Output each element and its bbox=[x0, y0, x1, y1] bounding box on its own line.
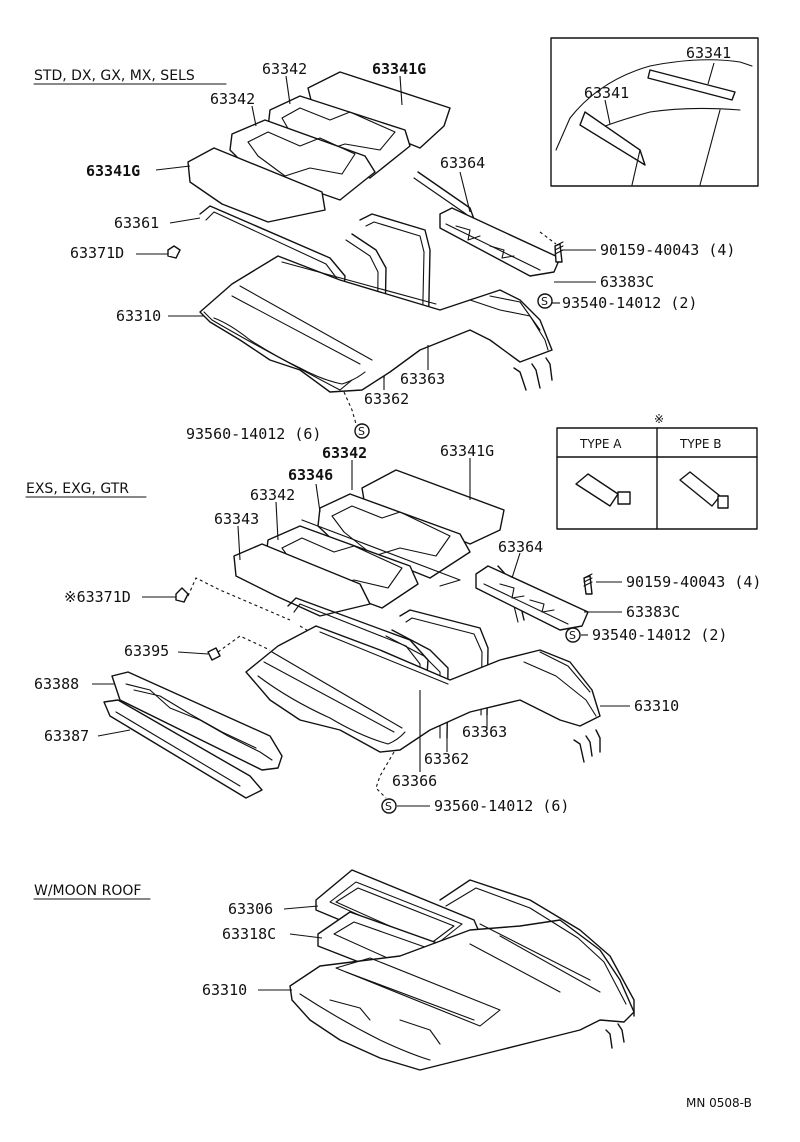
label-clip-93560: 93560-14012 (6) bbox=[186, 425, 321, 443]
label-63346: 63346 bbox=[288, 466, 333, 484]
label-63342-b: 63342 bbox=[210, 90, 255, 108]
clip-symbol-93560 bbox=[354, 423, 370, 439]
svg-text:S: S bbox=[358, 425, 365, 438]
rail-63388 bbox=[111, 671, 283, 771]
bracket-63383c-2 bbox=[475, 565, 589, 631]
clip-symbol-93560-2 bbox=[381, 798, 397, 814]
label-63387: 63387 bbox=[44, 727, 89, 745]
label-63395: 63395 bbox=[124, 642, 169, 660]
type-table: ※ TYPE A TYPE B bbox=[556, 412, 758, 530]
clip-63371d-2 bbox=[175, 587, 189, 603]
label-63342-s2b: 63342 bbox=[250, 486, 295, 504]
type-b-header: TYPE B bbox=[679, 437, 722, 451]
label-63362-s2: 63362 bbox=[424, 750, 469, 768]
roof-panel-63310 bbox=[199, 255, 553, 393]
inset-view: 63341 63341 bbox=[550, 37, 759, 187]
svg-text:S: S bbox=[385, 800, 392, 813]
label-63361: 63361 bbox=[114, 214, 159, 232]
label-63364: 63364 bbox=[440, 154, 485, 172]
inset-molding-b bbox=[647, 69, 736, 101]
label-63371d-s2: ※63371D bbox=[64, 588, 131, 606]
bracket-63383c bbox=[439, 207, 561, 277]
label-63341g-s2: 63341G bbox=[440, 442, 494, 460]
label-63383c-s2: 63383C bbox=[626, 603, 680, 621]
label-63363-s2: 63363 bbox=[462, 723, 507, 741]
type-table-mark: ※ bbox=[654, 412, 664, 426]
fastener-63395 bbox=[207, 647, 221, 661]
label-bolt-90159: 90159-40043 (4) bbox=[600, 241, 735, 259]
inset-label-63341a: 63341 bbox=[686, 44, 731, 62]
clip-type-a bbox=[575, 473, 619, 507]
label-clip-93540: 93540-14012 (2) bbox=[562, 294, 697, 312]
label-63383c: 63383C bbox=[600, 273, 654, 291]
svg-text:S: S bbox=[569, 629, 576, 642]
label-clip-93560-s2: 93560-14012 (6) bbox=[434, 797, 569, 815]
inset-label-63341b: 63341 bbox=[584, 84, 629, 102]
clip-symbol-93540-2 bbox=[565, 627, 581, 643]
label-63306: 63306 bbox=[228, 900, 273, 918]
section-title-exs: EXS, EXG, GTR bbox=[26, 481, 129, 497]
label-63343: 63343 bbox=[214, 510, 259, 528]
roof-panel-63310-b bbox=[245, 625, 601, 753]
label-63388: 63388 bbox=[34, 675, 79, 693]
diagram-code: MN 0508-B bbox=[686, 1096, 752, 1110]
pad-63341g-left bbox=[187, 147, 326, 223]
label-63318c: 63318C bbox=[222, 925, 276, 943]
type-a-header: TYPE A bbox=[579, 437, 622, 451]
label-63341g-top: 63341G bbox=[372, 60, 426, 78]
label-63371d: 63371D bbox=[70, 244, 124, 262]
label-63364-s2: 63364 bbox=[498, 538, 543, 556]
rail-63387 bbox=[103, 699, 263, 799]
label-63310-s3: 63310 bbox=[202, 981, 247, 999]
label-63341g-left: 63341G bbox=[86, 162, 140, 180]
label-63366: 63366 bbox=[392, 772, 437, 790]
pad-63343 bbox=[233, 543, 371, 617]
label-63362: 63362 bbox=[364, 390, 409, 408]
label-63363: 63363 bbox=[400, 370, 445, 388]
svg-text:S: S bbox=[541, 295, 548, 308]
clip-type-b bbox=[679, 471, 721, 507]
label-63342-s2a: 63342 bbox=[322, 444, 367, 462]
inset-molding-a bbox=[579, 111, 646, 166]
section-std: STD, DX, GX, MX, SELS bbox=[33, 60, 735, 443]
label-63310-s2: 63310 bbox=[634, 697, 679, 715]
inset-frame bbox=[550, 37, 759, 187]
clip-symbol-93540 bbox=[537, 293, 553, 309]
section-title-moon: W/MOON ROOF bbox=[34, 883, 141, 899]
label-bolt-90159-s2: 90159-40043 (4) bbox=[626, 573, 761, 591]
clip-63371d bbox=[167, 245, 181, 259]
section-exs: EXS, EXG, GTR bbox=[25, 442, 761, 815]
label-63310: 63310 bbox=[116, 307, 161, 325]
label-63342-a: 63342 bbox=[262, 60, 307, 78]
section-moon: W/MOON ROOF 63306 63318C 63310 bbox=[33, 869, 635, 1071]
label-clip-93540-s2: 93540-14012 (2) bbox=[592, 626, 727, 644]
section-title-std: STD, DX, GX, MX, SELS bbox=[34, 68, 195, 84]
